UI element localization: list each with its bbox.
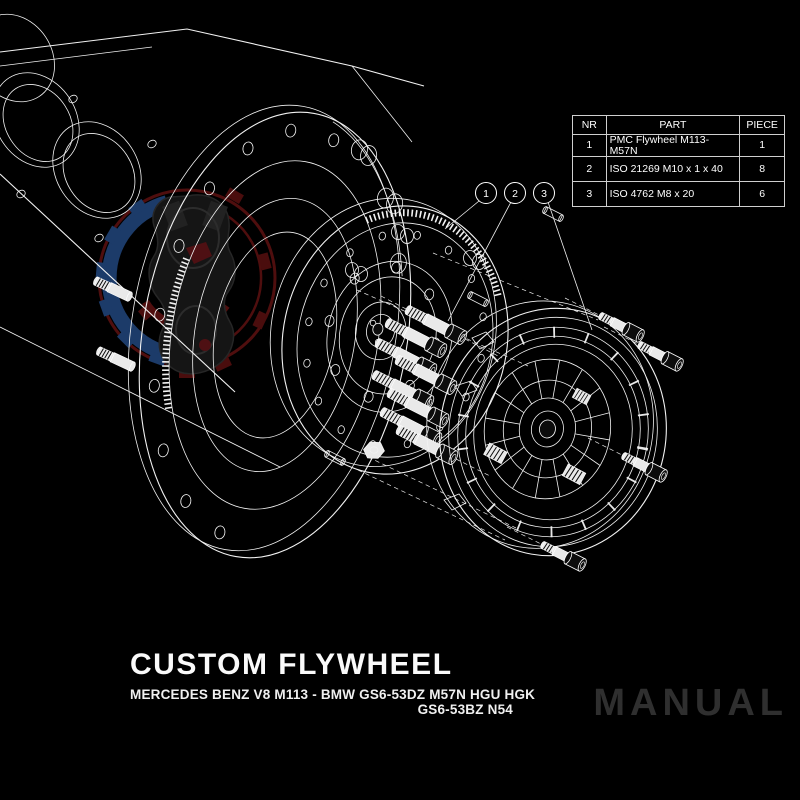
cell-part: ISO 21269 M10 x 1 x 40	[605, 156, 741, 182]
cell-part: PMC Flywheel M113-M57N	[605, 134, 741, 157]
header-part: PART	[605, 115, 741, 135]
cell-piece: 1	[739, 134, 785, 157]
callout-1-circle	[475, 182, 497, 204]
table-row: 1 PMC Flywheel M113-M57N 1	[572, 134, 785, 157]
m10-bolts	[369, 301, 470, 467]
manual-watermark: MANUAL	[593, 682, 788, 724]
callout-1-number: 1	[483, 188, 489, 200]
m8-bolts	[506, 297, 686, 573]
page-subtitle: MERCEDES BENZ V8 M113 - BMW GS6-53DZ M57…	[130, 687, 536, 717]
parts-table-header-row: NR PART PIECE	[572, 115, 785, 135]
page-title: CUSTOM FLYWHEEL	[130, 648, 453, 681]
pressure-plate-lugs	[443, 331, 495, 511]
parts-table: NR PART PIECE 1 PMC Flywheel M113-M57N 1…	[572, 115, 785, 207]
table-row: 2 ISO 21269 M10 x 1 x 40 8	[572, 156, 785, 182]
header-piece: PIECE	[739, 115, 785, 135]
diaphragm-fingers	[483, 358, 612, 500]
adapter-stud	[94, 345, 138, 373]
pressure-plate	[426, 300, 667, 557]
subtitle-line-1: MERCEDES BENZ V8 M113 - BMW GS6-53DZ M57…	[130, 687, 536, 702]
flywheel-bosses	[345, 224, 486, 459]
callout-3-number: 3	[541, 188, 547, 200]
table-row: 3 ISO 4762 M8 x 20 6	[572, 181, 785, 207]
callout-3-circle	[533, 182, 555, 204]
cell-piece: 8	[739, 156, 785, 182]
cell-nr: 1	[572, 134, 607, 157]
block-bolt-holes	[16, 94, 157, 243]
dowel-pin	[466, 290, 490, 308]
header-nr: NR	[572, 115, 607, 135]
cell-part: ISO 4762 M8 x 20	[605, 181, 741, 207]
cell-nr: 3	[572, 181, 607, 207]
callouts: 1 2 3	[444, 182, 593, 331]
callout-2-number: 2	[512, 188, 518, 200]
pmc-logo-watermark	[95, 187, 277, 378]
cell-nr: 2	[572, 156, 607, 182]
adapter-bolt-holes	[148, 123, 340, 540]
adapter-plate	[127, 104, 412, 559]
cell-piece: 6	[739, 181, 785, 207]
dowel-pin	[541, 205, 565, 223]
subtitle-line-2: GS6-53BZ N54	[417, 702, 513, 717]
callout-2-circle	[504, 182, 526, 204]
